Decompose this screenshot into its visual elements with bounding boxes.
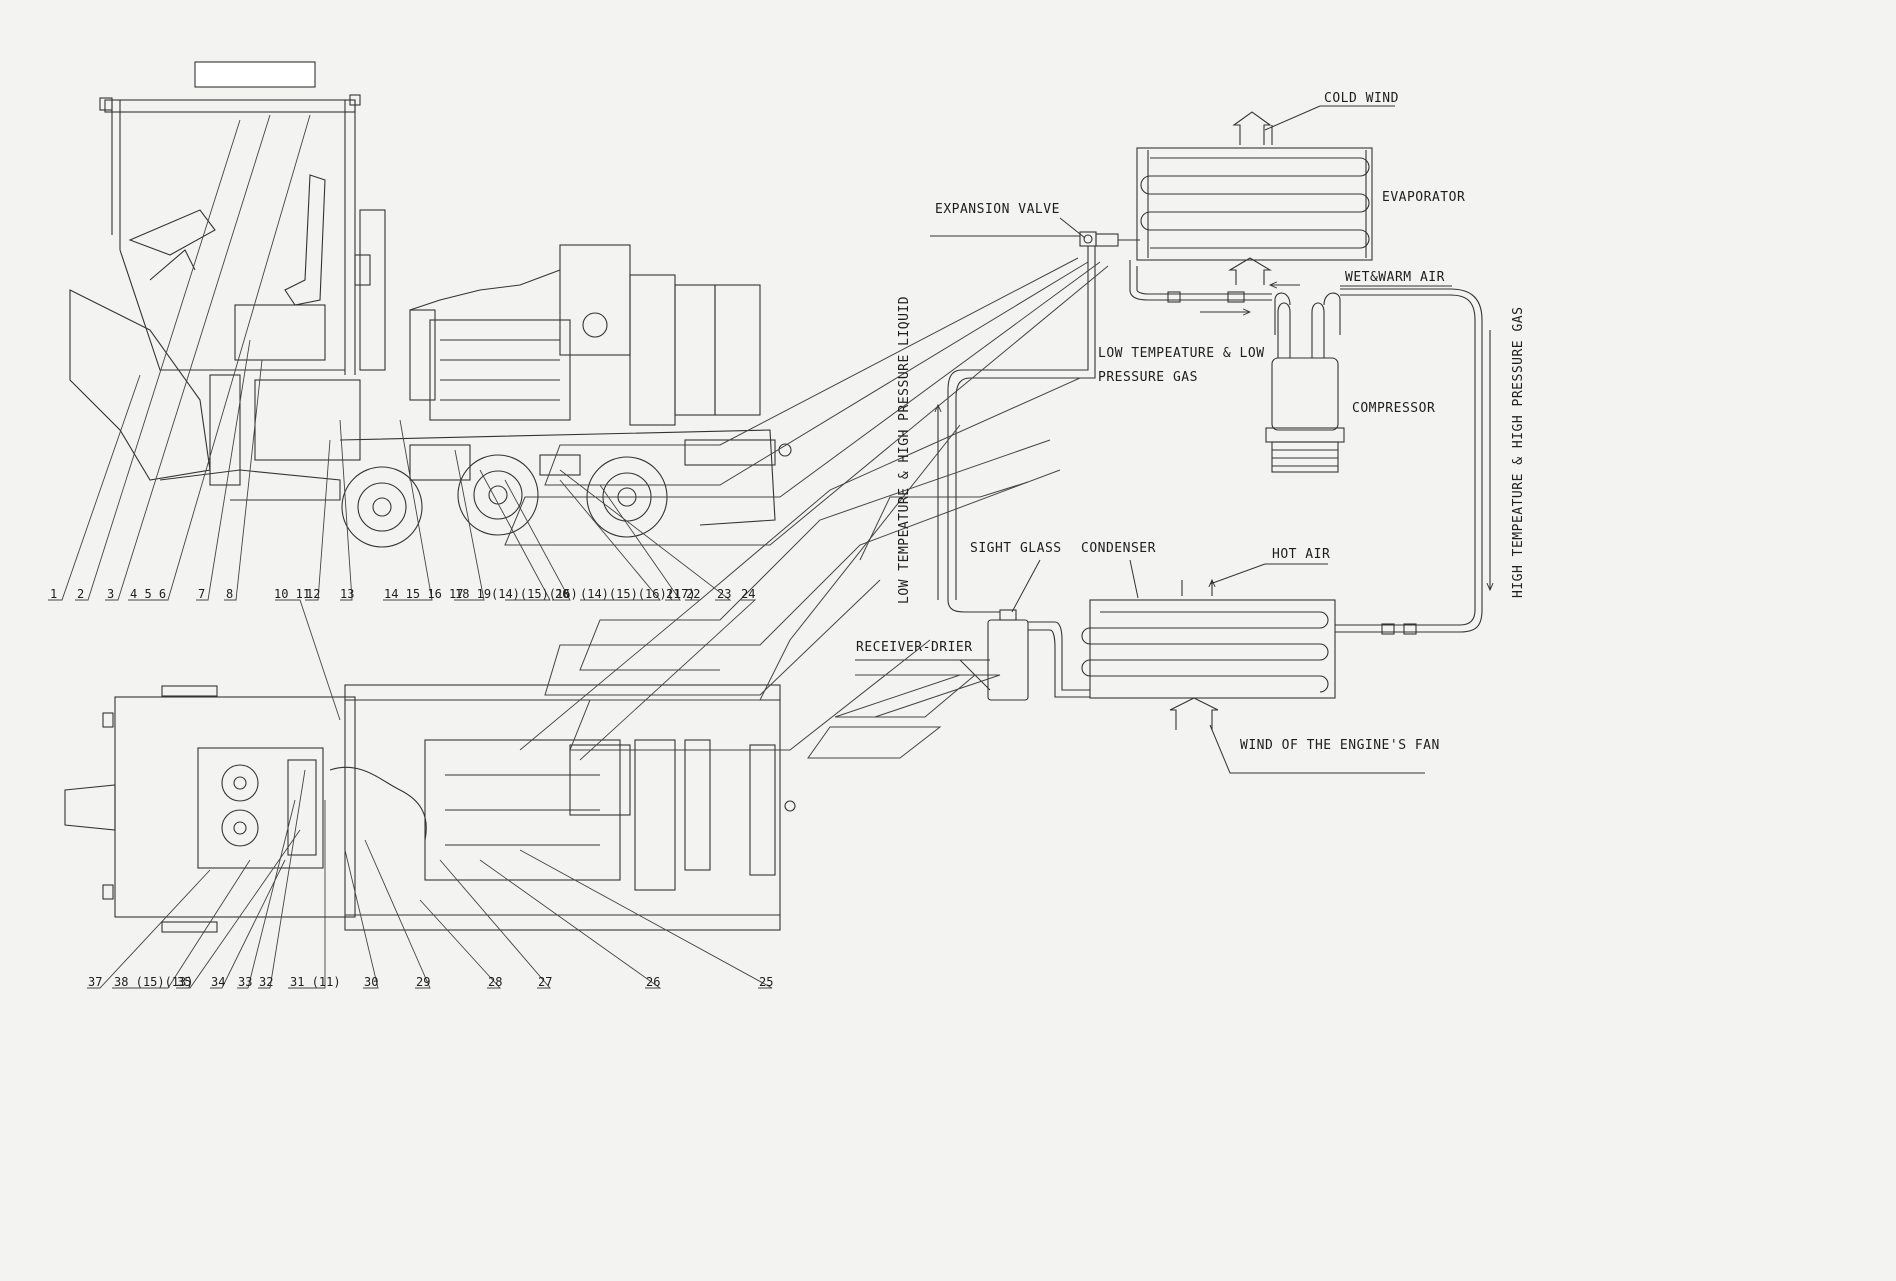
callout-25: 25 [759, 975, 773, 989]
callout-group-2: (14)(15)(16)(17) [580, 587, 696, 601]
callout-24: 24 [741, 587, 755, 601]
low-temp-gas-label-line1: LOW TEMPEATURE & LOW [1098, 346, 1265, 361]
callout-23: 23 [717, 587, 731, 601]
callout-7: 7 [198, 587, 205, 601]
callout-27: 27 [538, 975, 552, 989]
high-pressure-liquid-label: LOW TEMPEATURE & HIGH PRESSURE LIQUID [897, 296, 912, 604]
callout-10-11: 10 11 [274, 587, 310, 601]
wheel-front [341, 466, 423, 548]
callout-28: 28 [488, 975, 502, 989]
refrigerant-lines [930, 235, 1483, 698]
low-temp-gas-label-line2: PRESSURE GAS [1098, 370, 1198, 385]
callout-34: 34 [211, 975, 225, 989]
hot-air-label: HOT AIR [1272, 547, 1330, 562]
callout-3: 3 [107, 587, 114, 601]
cold-wind-label: COLD WIND [1324, 91, 1399, 106]
callout-35: 35 [177, 975, 191, 989]
callout-13: 13 [340, 587, 354, 601]
callout-leaders-bottom [87, 769, 773, 989]
callout-8: 8 [226, 587, 233, 601]
callout-22: 22 [686, 587, 700, 601]
expansion-valve-label: EXPANSION VALVE [935, 202, 1060, 217]
flow-ribbons [504, 257, 1109, 759]
air-conditioning-system-diagram: COLD WIND EVAPORATOR EXPANSION VALVE WET… [48, 61, 1526, 989]
compressor-label: COMPRESSOR [1352, 401, 1435, 416]
high-pressure-gas-label: HIGH TEMPEATURE & HIGH PRESSURE GAS [1511, 307, 1526, 598]
sight-glass-label: SIGHT GLASS [970, 541, 1062, 556]
condenser-label: CONDENSER [1081, 541, 1156, 556]
compressor [1265, 292, 1345, 473]
callout-4-5-6: 4 5 6 [130, 587, 166, 601]
callout-29: 29 [416, 975, 430, 989]
flow-arrows [938, 111, 1490, 730]
callout-2: 2 [77, 587, 84, 601]
callout-21: 21 [666, 587, 680, 601]
machine-side-view [69, 61, 792, 548]
callout-1: 1 [50, 587, 57, 601]
callout-18-19: 18 19 [455, 587, 491, 601]
wet-warm-air-label: WET&WARM AIR [1345, 270, 1445, 285]
callout-38: 38 (15)(13) [114, 975, 193, 989]
callout-leaders-top [48, 114, 757, 761]
callout-14-17: 14 15 16 17 [384, 587, 463, 601]
receiver-drier-label: RECEIVER-DRIER [856, 640, 973, 655]
callout-32: 32 [259, 975, 273, 989]
evaporator-label: EVAPORATOR [1382, 190, 1465, 205]
callout-12: 12 [306, 587, 320, 601]
callout-30: 30 [364, 975, 378, 989]
condenser [1081, 599, 1336, 699]
callout-group-1: (14)(15)(16) [491, 587, 578, 601]
callout-20: 20 [555, 587, 569, 601]
callout-33: 33 [238, 975, 252, 989]
callout-26: 26 [646, 975, 660, 989]
label-leaders [855, 105, 1452, 774]
callout-31: 31 (11) [290, 975, 341, 989]
engine-fan-wind-label: WIND OF THE ENGINE'S FAN [1240, 738, 1440, 753]
callout-37: 37 [88, 975, 102, 989]
evaporator [1136, 147, 1373, 261]
